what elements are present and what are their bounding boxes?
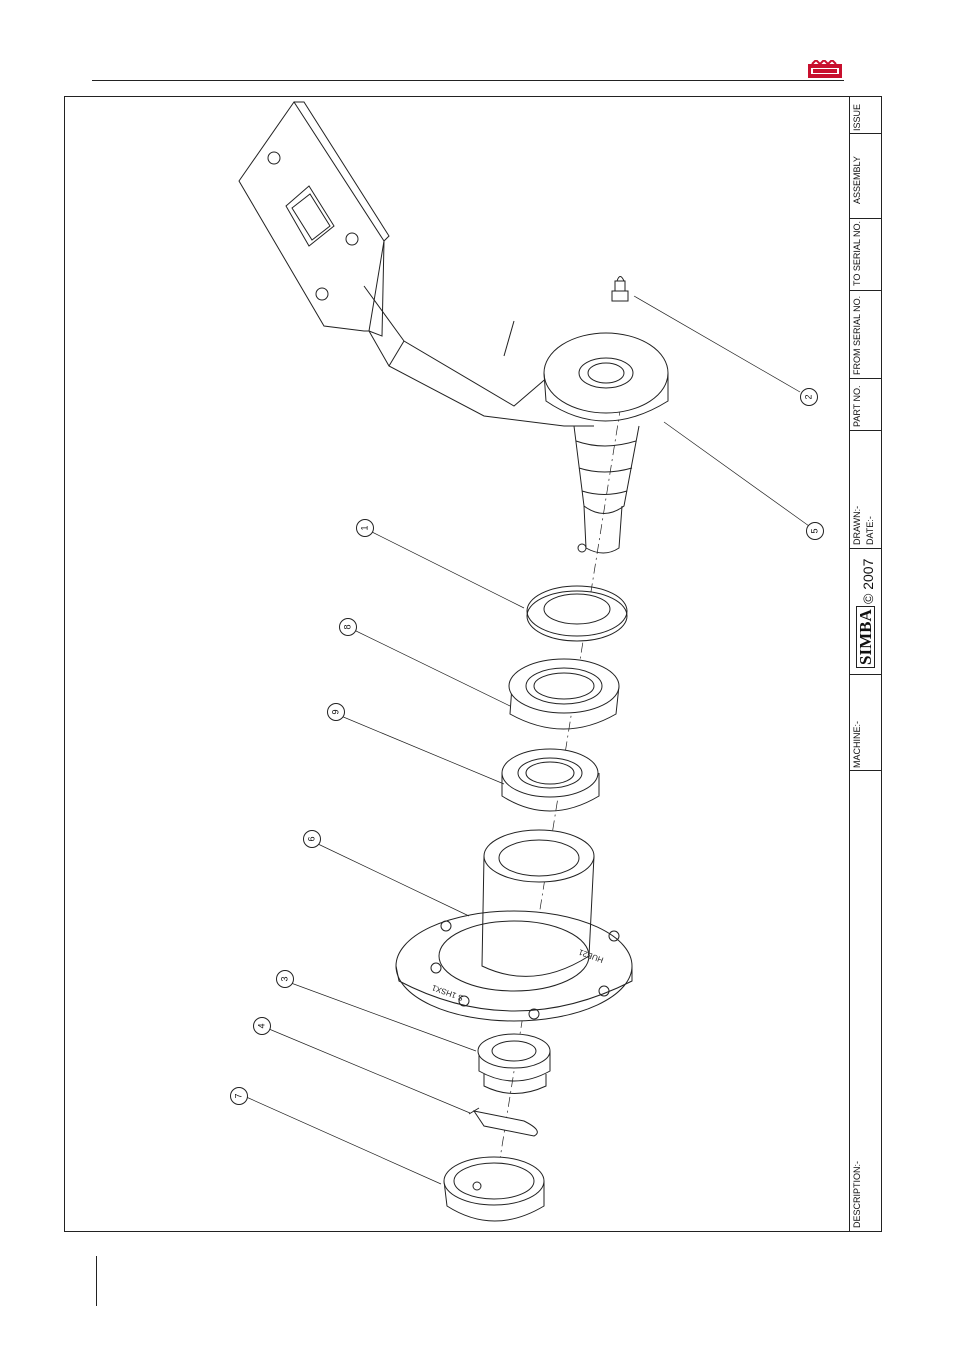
issue-label: ISSUE — [853, 104, 862, 131]
tb-separator — [850, 218, 882, 219]
callout-9: 9 — [327, 703, 345, 721]
footer-rule — [96, 1256, 97, 1306]
taper-bearing — [509, 659, 619, 729]
callout-3: 3 — [276, 970, 294, 988]
ball-bearing — [502, 749, 599, 811]
header-rule — [92, 80, 844, 81]
from-serial-label: FROM SERIAL NO. — [853, 296, 862, 375]
grease-nipple — [612, 277, 628, 302]
tb-separator — [850, 378, 882, 379]
callout-5: 5 — [806, 522, 824, 540]
to-serial-label: TO SERIAL NO. — [853, 221, 862, 286]
copyright-text: © 2007 — [861, 559, 875, 604]
dust-cap — [444, 1157, 544, 1221]
tb-separator — [850, 674, 882, 675]
simba-brand-mark: SIMBA — [856, 606, 875, 668]
assembly-label: ASSEMBLY — [853, 156, 862, 204]
simba-logo — [808, 60, 842, 78]
tb-separator — [850, 290, 882, 291]
tb-separator — [850, 430, 882, 431]
spindle-arm — [239, 102, 668, 553]
tb-separator — [850, 133, 882, 134]
callout-8: 8 — [339, 618, 357, 636]
date-label: DATE:- — [866, 516, 875, 545]
tb-separator — [850, 770, 882, 771]
part-no-label: PART NO. — [853, 385, 862, 427]
callout-1: 1 — [356, 519, 374, 537]
callout-2: 2 — [800, 388, 818, 406]
callout-4: 4 — [253, 1017, 271, 1035]
machine-label: MACHINE:- — [853, 721, 862, 768]
castle-nut — [478, 1034, 550, 1094]
hub: S 1HSX1 HUB21 — [396, 830, 632, 1021]
exploded-assembly-diagram: S 1HSX1 HUB21 — [64, 96, 849, 1232]
callout-6: 6 — [303, 830, 321, 848]
seal-ring — [527, 586, 627, 641]
split-pin — [469, 1108, 537, 1136]
drawn-label: DRAWN:- — [853, 506, 862, 545]
callout-7: 7 — [230, 1087, 248, 1105]
title-block-divider — [849, 96, 850, 1232]
description-label: DESCRIPTION:- — [853, 1161, 862, 1228]
tb-separator — [850, 548, 882, 549]
